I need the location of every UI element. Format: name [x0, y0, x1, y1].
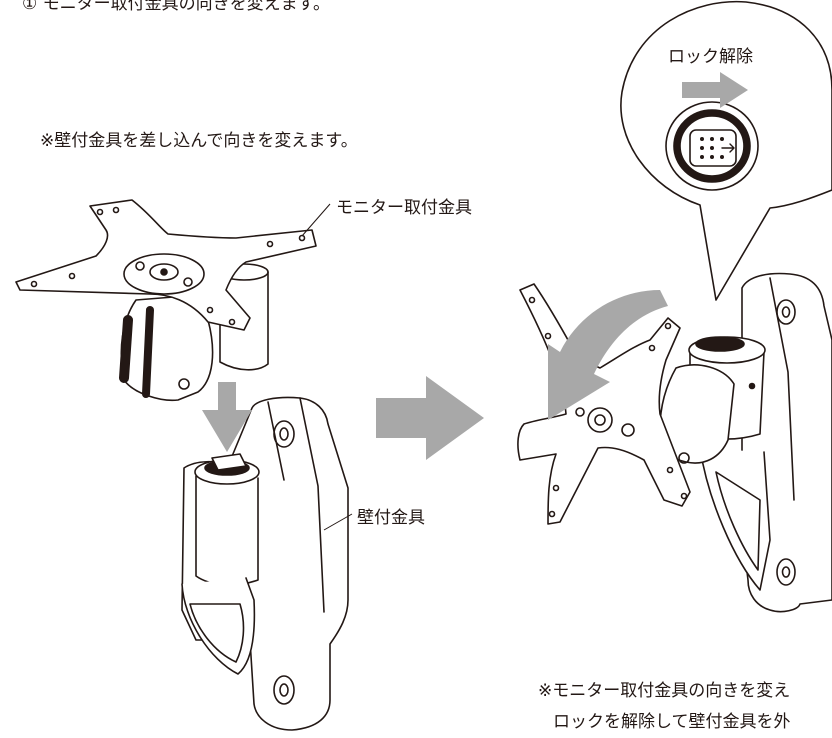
- monitor-bracket-left: [15, 199, 317, 402]
- leader-wall-bracket: [323, 513, 353, 531]
- bottom-note-line2: ロックを解除して壁付金具を外: [553, 712, 791, 732]
- monitor-bracket-label: モニター取付金具: [336, 198, 472, 218]
- unlock-callout: [620, 0, 832, 301]
- wall-bracket-left: [181, 396, 349, 731]
- leader-monitor-bracket: [301, 203, 331, 237]
- monitor-bracket-right: [517, 283, 735, 525]
- right-arrow-icon: [376, 376, 484, 460]
- bottom-note-line1: ※モニター取付金具の向きを変え: [538, 681, 791, 701]
- right-arrow-icon: [682, 72, 748, 108]
- wall-bracket-label: 壁付金具: [357, 508, 425, 528]
- step-heading: ① モニター取付金具の向きを変えます。: [22, 0, 330, 14]
- curved-arrow-icon: [548, 290, 668, 420]
- down-arrow-icon: [202, 382, 252, 452]
- insert-note: ※壁付金具を差し込んで向きを変えます。: [40, 131, 358, 151]
- unlock-label: ロック解除: [668, 47, 753, 67]
